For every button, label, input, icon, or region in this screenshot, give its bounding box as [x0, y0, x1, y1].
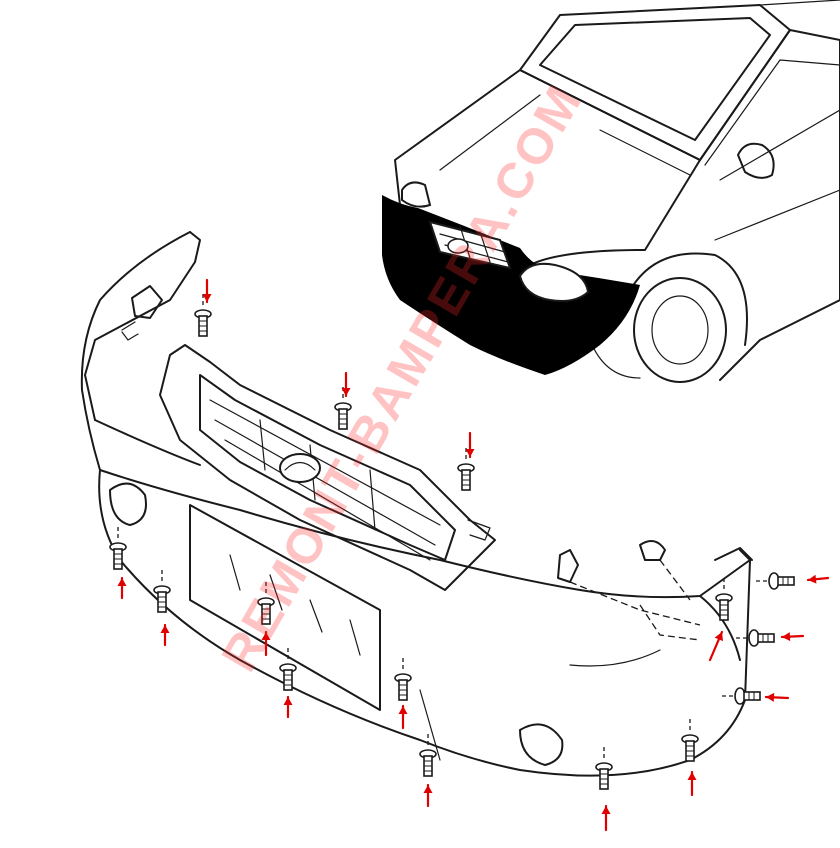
- intake-slats: [229, 554, 361, 656]
- bumper-lower-edge: [98, 469, 751, 777]
- bolt-icon: [109, 527, 127, 570]
- front-wheel-hub: [651, 295, 709, 365]
- wheel-arch: [624, 252, 748, 346]
- bolt-icon: [279, 648, 297, 691]
- bumper-left-wing: [84, 231, 201, 421]
- bolt-icon: [681, 719, 699, 762]
- vehicle-outline: [382, 0, 840, 383]
- red-arrow-icon: [423, 783, 433, 808]
- push-clip-icon: [756, 572, 795, 590]
- red-arrow-icon: [283, 695, 293, 719]
- bumper-upper-sweep: [94, 419, 201, 466]
- red-arrow-icon: [806, 574, 830, 584]
- grille-frame: [159, 344, 496, 591]
- grille-bars: [209, 399, 441, 561]
- red-arrow-icon: [780, 632, 805, 642]
- right-fog-recess: [519, 723, 564, 766]
- hood-crease-left: [439, 94, 541, 171]
- bumper-left-side: [80, 231, 191, 471]
- bumper-top-edge: [99, 469, 751, 599]
- right-bracket-a: [557, 549, 579, 583]
- bumper-right-corner: [699, 595, 741, 661]
- emblem-wings: [284, 461, 316, 471]
- bolt-icon: [457, 448, 475, 491]
- grille-right-tab: [467, 519, 491, 541]
- side-window: [704, 59, 840, 166]
- front-wheel: [633, 277, 727, 383]
- grille: [159, 344, 496, 591]
- headlight: [518, 262, 590, 302]
- push-clip-icon: [722, 687, 761, 705]
- left-bracket-tab: [121, 321, 139, 341]
- mirror: [737, 142, 775, 179]
- front-bumper-silhouette: [382, 195, 640, 375]
- red-arrow-icon: [601, 804, 611, 832]
- hood-crease-right: [599, 129, 691, 176]
- bolt-icon: [715, 578, 733, 621]
- right-brackets: [557, 540, 701, 641]
- grille-bars-small: [439, 225, 509, 263]
- red-arrow-icon: [261, 630, 271, 657]
- bumper-cover: [80, 231, 753, 777]
- red-arrow-icon: [465, 431, 475, 459]
- lower-intake: [189, 504, 381, 711]
- bracket-guide-a: [569, 581, 701, 626]
- red-arrow-icon: [202, 278, 212, 304]
- bolt-icon: [394, 658, 412, 701]
- arrow-group: [117, 278, 830, 832]
- bumper-crease: [569, 649, 661, 667]
- bolt-icon: [194, 294, 212, 337]
- fastener-group: [109, 294, 795, 790]
- left-fog-recess: [109, 482, 147, 526]
- right-bracket-b: [639, 540, 666, 561]
- red-arrow-icon: [160, 623, 170, 647]
- roof-edge: [759, 0, 840, 41]
- left-bracket: [131, 285, 163, 319]
- red-arrow-icon: [764, 692, 790, 702]
- bolt-icon: [595, 747, 613, 790]
- bolt-icon: [419, 734, 437, 777]
- lower-split: [419, 689, 441, 761]
- bracket-guide-c: [639, 604, 701, 641]
- door-line: [714, 189, 840, 241]
- red-arrow-icon: [341, 371, 351, 398]
- grille-small: [428, 220, 512, 270]
- red-arrow-icon: [708, 630, 724, 662]
- bolt-icon: [153, 570, 171, 613]
- side-body: [699, 29, 840, 381]
- push-clip-icon: [736, 629, 775, 647]
- windshield-glass: [539, 17, 771, 141]
- grille-emblem-small: [447, 238, 469, 254]
- bolt-icon: [334, 387, 352, 430]
- red-arrow-icon: [687, 770, 697, 797]
- bolt-icon: [257, 582, 275, 625]
- red-arrow-icon: [117, 576, 127, 600]
- headlight-left: [401, 181, 432, 208]
- belt-line: [719, 109, 840, 181]
- grille-emblem: [279, 453, 321, 483]
- right-wing-tab: [714, 547, 753, 561]
- grille-inner: [199, 374, 456, 561]
- red-arrow-icon: [398, 704, 408, 730]
- bracket-guide-b: [659, 559, 691, 601]
